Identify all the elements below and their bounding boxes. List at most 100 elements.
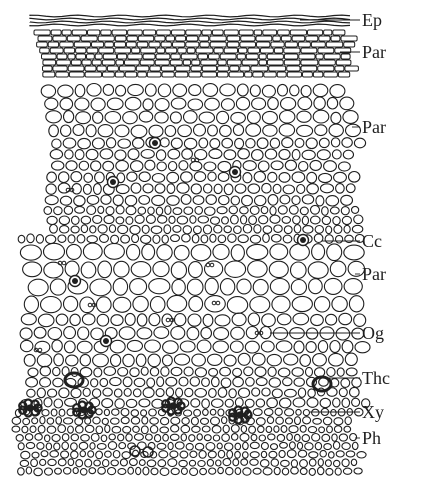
flattened-cell: [53, 66, 67, 71]
parenchyma-cell: [297, 125, 313, 136]
parenchyma-cell: [303, 226, 313, 234]
flattened-cell: [246, 54, 258, 59]
parenchyma-cell: [63, 138, 76, 148]
parenchyma-cell: [209, 468, 216, 474]
flattened-cell: [68, 54, 75, 59]
parenchyma-cell: [40, 366, 50, 376]
parenchyma-cell: [173, 226, 181, 233]
parenchyma-cell: [60, 98, 73, 110]
parenchyma-cell: [263, 468, 272, 475]
flattened-cell: [200, 42, 209, 47]
parenchyma-cell: [306, 342, 316, 353]
parenchyma-cell: [130, 279, 147, 295]
parenchyma-cell: [354, 215, 363, 224]
flattened-cell: [95, 54, 102, 59]
flattened-cell: [67, 36, 80, 41]
flattened-cell: [202, 72, 217, 77]
parenchyma-cell: [56, 417, 62, 424]
label-thick-cell: Thc: [362, 368, 390, 388]
parenchyma-cell: [320, 398, 330, 407]
flattened-cell: [38, 36, 52, 41]
flattened-cell: [43, 66, 53, 71]
flattened-cell: [306, 36, 318, 41]
parenchyma-cell: [171, 367, 182, 375]
flattened-cell: [202, 66, 216, 71]
parenchyma-cell: [345, 353, 357, 365]
parenchyma-cell: [26, 442, 34, 448]
parenchyma-cell: [227, 297, 247, 314]
parenchyma-cell: [315, 442, 321, 449]
flattened-cell: [181, 54, 197, 59]
parenchyma-cell: [296, 409, 301, 415]
flattened-cell: [72, 30, 86, 35]
flattened-cell: [98, 36, 114, 41]
flattened-cell: [115, 72, 124, 77]
parenchyma-cell: [273, 184, 281, 193]
parenchyma-cell: [91, 161, 101, 171]
parenchyma-cell: [265, 149, 276, 159]
parenchyma-cell: [209, 149, 222, 158]
parenchyma-cell: [218, 467, 224, 473]
parenchyma-cell: [171, 425, 179, 432]
parenchyma-cell: [167, 295, 187, 311]
flattened-cell: [318, 66, 334, 71]
parenchyma-cell: [319, 173, 332, 182]
parenchyma-cell: [139, 460, 145, 466]
flattened-cell: [166, 36, 175, 41]
oil-gland: [210, 263, 214, 267]
flattened-cell: [101, 30, 111, 35]
parenchyma-cell: [231, 215, 239, 224]
flattened-cell: [88, 30, 100, 35]
parenchyma-cell: [293, 398, 305, 407]
parenchyma-cell: [243, 161, 256, 171]
parenchyma-cell: [207, 459, 213, 466]
parenchyma-cell: [327, 244, 342, 261]
flattened-cell: [140, 60, 154, 65]
parenchyma-cell: [192, 234, 199, 243]
parenchyma-cell: [334, 225, 342, 233]
parenchyma-cell: [157, 245, 172, 261]
parenchyma-cell: [118, 469, 126, 475]
parenchyma-cell: [63, 468, 70, 475]
parenchyma-cell: [88, 451, 94, 457]
flattened-cell: [338, 72, 349, 77]
parenchyma-cell: [248, 111, 261, 123]
parenchyma-cell: [40, 378, 51, 387]
parenchyma-cell: [231, 425, 239, 433]
parenchyma-cell: [312, 409, 319, 416]
parenchyma-cell: [354, 468, 362, 474]
parenchyma-cell: [212, 399, 224, 408]
parenchyma-cell: [130, 225, 140, 234]
parenchyma-cell: [197, 434, 202, 440]
parenchyma-cell: [217, 207, 227, 214]
parenchyma-cell: [47, 172, 57, 182]
parenchyma-cell: [342, 138, 352, 148]
parenchyma-cell: [126, 434, 132, 441]
parenchyma-cell: [123, 377, 132, 387]
flattened-cell: [127, 36, 137, 41]
parenchyma-cell: [263, 226, 272, 234]
parenchyma-cell: [66, 161, 77, 171]
parenchyma-cell: [329, 124, 343, 136]
parenchyma-cell: [113, 297, 131, 312]
parenchyma-cell: [179, 460, 187, 466]
parenchyma-cell: [342, 398, 350, 407]
parenchyma-cell: [202, 426, 210, 432]
flattened-cell: [71, 60, 81, 65]
parenchyma-cell: [189, 296, 203, 311]
parenchyma-cell: [16, 435, 23, 442]
parenchyma-cell: [130, 368, 139, 377]
parenchyma-cell: [75, 98, 89, 110]
parenchyma-cell: [352, 442, 358, 449]
parenchyma-cell: [45, 468, 53, 475]
parenchyma-cell: [189, 460, 195, 466]
parenchyma-cell: [104, 215, 114, 223]
parenchyma-cell: [126, 217, 133, 225]
parenchyma-cell: [94, 368, 102, 377]
parenchyma-cell: [155, 112, 168, 123]
parenchyma-cell: [85, 459, 92, 467]
parenchyma-cell: [109, 434, 115, 440]
parenchyma-cell: [184, 138, 196, 149]
parenchyma-cell: [235, 468, 241, 475]
parenchyma-cell: [194, 409, 201, 416]
